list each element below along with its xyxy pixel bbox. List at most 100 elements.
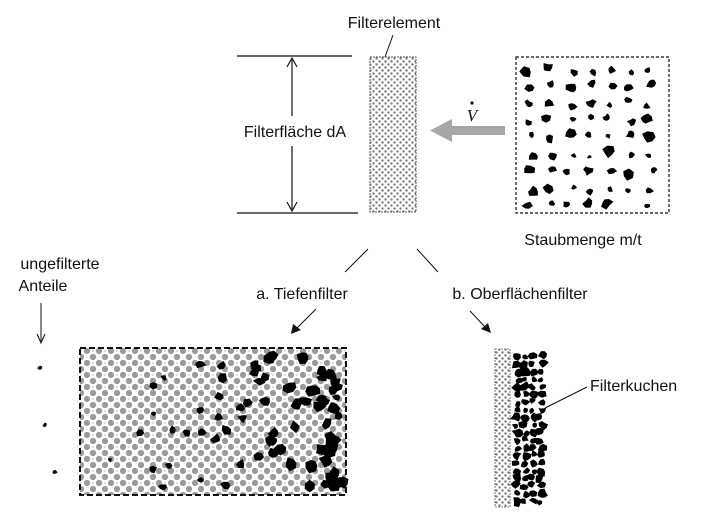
escaped-particles <box>37 365 58 474</box>
dust-particle <box>235 459 245 468</box>
filter-element-label: Filterelement <box>348 15 441 32</box>
dust-particle <box>509 412 521 422</box>
filter-cake-label: Filterkuchen <box>590 378 677 395</box>
dust-particle <box>601 199 614 210</box>
dust-particle <box>513 438 521 446</box>
dust-particle <box>528 390 539 399</box>
depth-filter-pointer <box>291 308 317 334</box>
dust-particle <box>585 99 597 108</box>
dust-particle <box>528 428 538 438</box>
dust-particle <box>624 84 634 92</box>
dust-particle <box>562 168 570 176</box>
dust-particle <box>607 186 613 192</box>
dust-particle <box>248 367 259 377</box>
dust-particle <box>527 352 538 360</box>
dust-particle <box>511 423 518 430</box>
dust-particle <box>523 443 532 452</box>
dust-particle <box>149 466 157 474</box>
dust-particle <box>565 128 577 138</box>
dust-particle <box>628 69 635 76</box>
dust-particles <box>519 63 658 210</box>
dust-particle <box>514 489 521 496</box>
dust-particle <box>542 183 554 195</box>
dust-particle <box>37 365 43 370</box>
dust-particle <box>529 407 535 415</box>
dust-particle <box>548 166 558 173</box>
dust-particle <box>331 394 341 401</box>
dust-particle <box>537 399 546 406</box>
dust-particle <box>587 155 592 159</box>
dust-particle <box>522 354 528 360</box>
dust-particle <box>512 452 522 461</box>
dust-particle <box>519 360 528 370</box>
depth-filter-border <box>79 347 347 496</box>
dust-particle <box>529 368 539 377</box>
dust-particle <box>108 458 112 463</box>
dust-particle <box>608 82 618 90</box>
dust-particle <box>529 444 537 452</box>
dust-particle <box>645 187 654 194</box>
dust-particle <box>320 479 333 489</box>
dust-particle <box>531 376 538 383</box>
dust-particle <box>327 402 341 414</box>
flow-arrow <box>430 119 505 142</box>
dust-particle <box>290 398 303 410</box>
dust-particle <box>571 184 577 190</box>
dust-particle <box>525 119 532 126</box>
dust-particle <box>528 360 535 368</box>
dust-particle <box>536 500 543 506</box>
dust-particle <box>258 396 270 406</box>
depth-filter-particles <box>108 350 349 493</box>
surface-filter-label: b. Oberflächenfilter <box>452 286 588 303</box>
dust-particle <box>583 166 594 176</box>
dust-particle <box>518 381 530 391</box>
dust-particle <box>584 131 592 138</box>
flow-dot-icon <box>470 101 474 105</box>
dust-particle <box>568 103 578 111</box>
unfiltered-label-line1: ungefilterte <box>20 256 99 273</box>
dust-particle <box>524 84 535 92</box>
dust-particle <box>182 429 191 437</box>
filter-area-dimension <box>237 55 358 214</box>
dust-particle <box>518 420 528 429</box>
filter-element-pointer <box>384 34 394 58</box>
dust-particle <box>546 80 554 88</box>
dust-particle <box>522 467 531 474</box>
dust-particle <box>511 460 520 466</box>
dust-particle <box>527 480 536 488</box>
dust-particle <box>330 382 343 392</box>
dust-particle <box>537 449 545 458</box>
dust-particle <box>285 457 297 472</box>
dust-particle <box>513 497 522 508</box>
dust-particle <box>196 407 205 415</box>
dust-particle <box>651 167 658 174</box>
dust-particle <box>315 444 329 454</box>
dust-particle <box>537 488 548 498</box>
dust-particle <box>522 475 528 482</box>
dust-particle <box>304 479 315 493</box>
dust-particle <box>565 83 577 93</box>
dust-particle <box>539 384 547 390</box>
dust-particle <box>514 446 523 452</box>
dust-particle <box>530 459 538 468</box>
dust-particle <box>510 479 521 489</box>
dust-particle <box>548 200 556 206</box>
dust-particle <box>282 382 297 394</box>
dust-particle <box>536 428 544 436</box>
dust-particle <box>321 418 332 430</box>
dust-particle <box>585 188 594 196</box>
dust-particle <box>149 382 158 390</box>
dust-particle <box>519 66 531 78</box>
dust-particle <box>563 201 571 208</box>
dust-particle <box>260 372 269 382</box>
dust-particle <box>626 118 637 127</box>
dust-particle <box>602 113 610 121</box>
dust-particle <box>523 430 530 437</box>
dust-particle <box>160 375 167 381</box>
dust-particle <box>625 188 631 194</box>
dust-particle <box>524 99 533 108</box>
surface-filter-medium <box>494 348 511 508</box>
dust-particle <box>196 477 204 483</box>
dust-particle <box>589 68 597 77</box>
